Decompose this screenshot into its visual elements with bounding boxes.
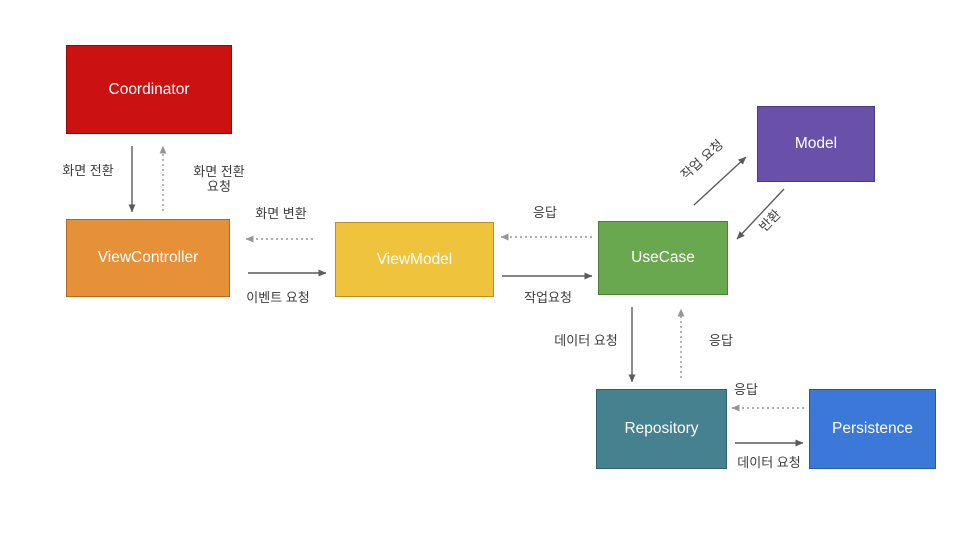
node-viewcontroller: ViewController — [66, 219, 230, 297]
node-repository-label: Repository — [624, 420, 699, 437]
edge-label-event-request: 이벤트 요청 — [246, 290, 310, 305]
node-viewcontroller-label: ViewController — [97, 249, 199, 266]
edge-label-screen-transition-request: 화면 전환 요청 — [193, 164, 245, 195]
node-model-label: Model — [794, 135, 838, 152]
node-model: Model — [757, 106, 875, 182]
node-coordinator: Coordinator — [66, 45, 232, 134]
edge-label-task-request: 작업요청 — [524, 290, 572, 305]
node-coordinator-label: Coordinator — [108, 80, 190, 98]
node-persistence: Persistence — [809, 389, 936, 469]
edge-label-response-persistence-repo: 응답 — [734, 382, 758, 397]
node-persistence-label: Persistence — [832, 420, 913, 437]
node-usecase: UseCase — [598, 221, 728, 295]
edge-label-screen-transition: 화면 전환 — [62, 163, 114, 178]
node-viewmodel: ViewModel — [335, 222, 494, 297]
arrow-usecase-to-model — [693, 156, 747, 206]
edge-label-data-request-down: 데이터 요청 — [554, 333, 618, 348]
node-usecase-label: UseCase — [631, 249, 695, 266]
edge-label-screen-change: 화면 변환 — [255, 206, 307, 221]
arrow-model-to-usecase — [736, 188, 785, 240]
edge-label-data-request-right: 데이터 요청 — [737, 455, 801, 470]
node-viewmodel-label: ViewModel — [376, 250, 453, 268]
edge-label-response-usecase-viewmodel: 응답 — [533, 205, 557, 220]
edge-label-response-repo-usecase: 응답 — [709, 333, 733, 348]
node-repository: Repository — [596, 389, 727, 469]
